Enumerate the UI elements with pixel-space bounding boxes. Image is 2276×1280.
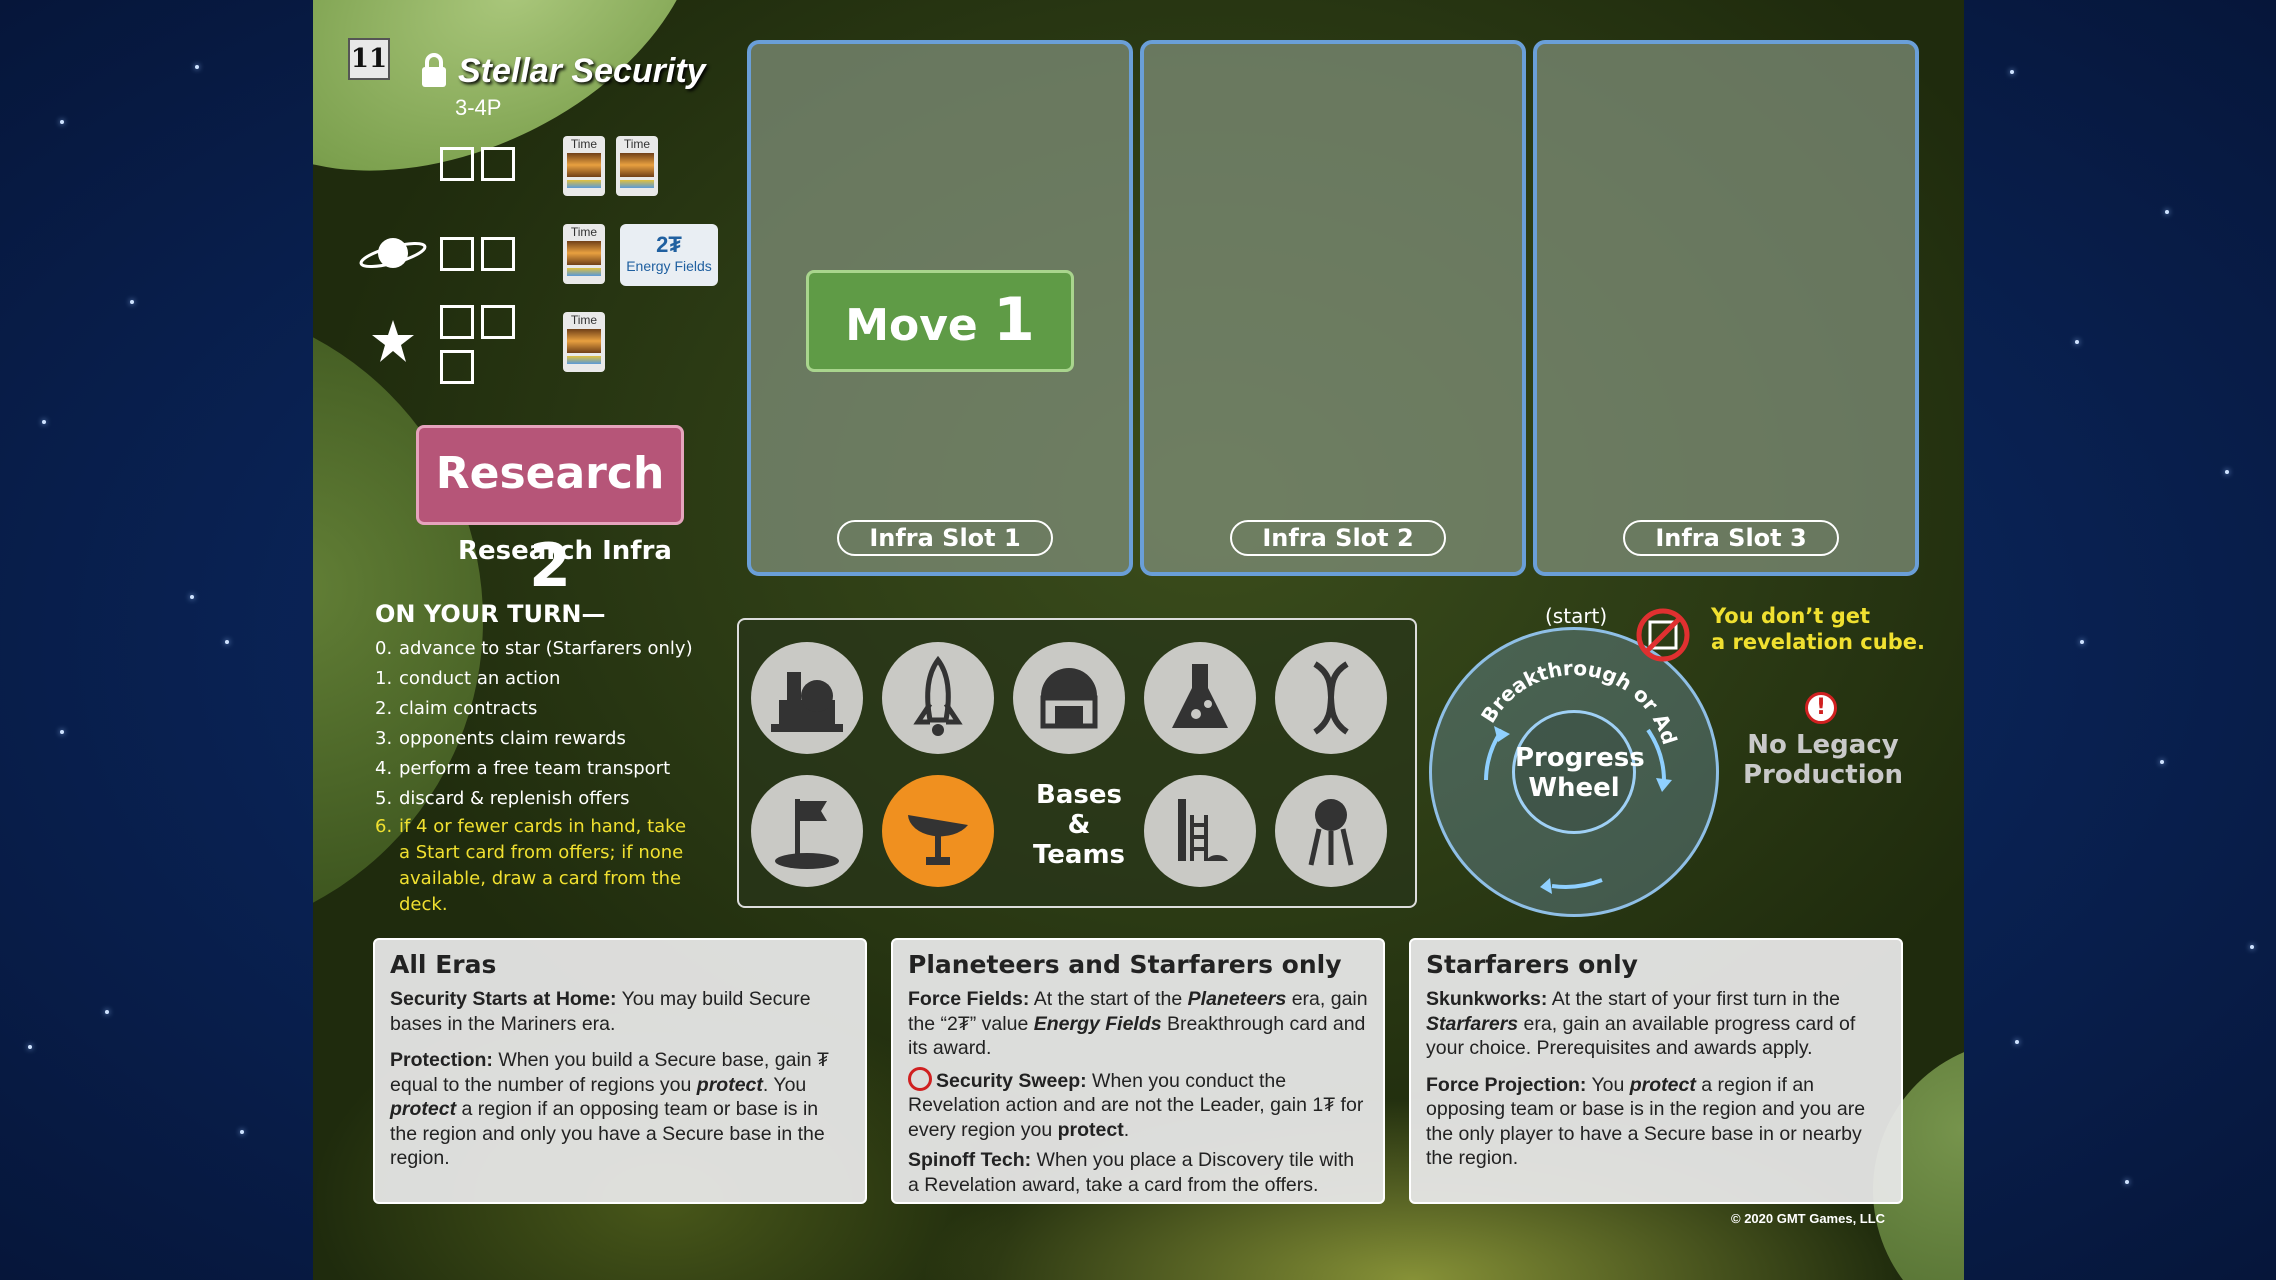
rules-panel-all-eras: All Eras Security Starts at Home: You ma… (373, 938, 867, 1204)
era-box[interactable] (440, 305, 474, 339)
infra-slot-2[interactable]: Infra Slot 2 (1140, 40, 1526, 576)
rule-text: Force Projection: You protect a region i… (1426, 1073, 1866, 1170)
rule-text: Protection: When you build a Secure base… (390, 1049, 829, 1169)
leader-restriction-icon (908, 1066, 932, 1091)
era-box[interactable] (440, 350, 474, 384)
turn-step: 1.conduct an action (375, 668, 561, 689)
card-number: 11 (348, 38, 390, 80)
bases-teams-label: Bases&Teams (1032, 780, 1126, 870)
star-icon (372, 320, 414, 362)
era-box[interactable] (440, 147, 474, 181)
warning-icon: ! (1805, 692, 1837, 724)
time-card: Time (563, 136, 605, 196)
era-box[interactable] (481, 237, 515, 271)
launch-tower-icon[interactable] (1144, 775, 1256, 887)
rule-text: Skunkworks: At the start of your first t… (1426, 988, 1856, 1059)
panel-title: Starfarers only (1426, 950, 1638, 979)
satellite-dish-icon[interactable] (882, 775, 994, 887)
moon-icon (379, 145, 401, 189)
turn-step: 2.claim contracts (375, 698, 538, 719)
planet-top-decoration (313, 0, 759, 245)
wheel-start-label: (start) (1545, 604, 1608, 628)
turn-step: 0.advance to star (Starfarers only) (375, 638, 693, 659)
rule-text: Spinoff Tech: When you place a Discovery… (908, 1149, 1355, 1196)
flask-icon[interactable] (1144, 642, 1256, 754)
infra-slot-1[interactable]: Move 1 Infra Slot 1 (747, 40, 1133, 576)
time-card: Time (563, 224, 605, 284)
turn-steps: 0.advance to star (Starfarers only) 1.co… (375, 634, 695, 918)
rule-text: Security Starts at Home: You may build S… (390, 988, 811, 1035)
energy-fields-card: 2₮ Energy Fields (620, 224, 718, 286)
copyright: © 2020 GMT Games, LLC (1731, 1211, 1886, 1226)
dome-base-icon[interactable] (1013, 642, 1125, 754)
infra-slot-label: Infra Slot 2 (1230, 520, 1446, 556)
player-count: 3-4P (455, 95, 502, 120)
flag-icon[interactable] (751, 775, 863, 887)
move-action-button[interactable]: Move 1 (806, 270, 1074, 372)
infra-slot-3[interactable]: Infra Slot 3 (1533, 40, 1919, 576)
infra-slot-label: Infra Slot 1 (837, 520, 1053, 556)
dna-icon[interactable] (1275, 642, 1387, 754)
panel-title: Planeteers and Starfarers only (908, 950, 1342, 979)
no-revelation-cube-icon (1636, 608, 1690, 662)
rocket-icon[interactable] (882, 642, 994, 754)
turn-step: 3.opponents claim rewards (375, 728, 626, 749)
observatory-icon[interactable] (751, 642, 863, 754)
panel-title: All Eras (390, 950, 497, 979)
turn-step: 5.discard & replenish offers (375, 788, 630, 809)
turn-step: 6.if 4 or fewer cards in hand, take a St… (375, 816, 687, 915)
bases-teams-panel: Bases&Teams (737, 618, 1417, 908)
card-title: Stellar Security (458, 52, 706, 90)
lock-icon (422, 53, 446, 87)
turn-step: 4.perform a free team transport (375, 758, 671, 779)
turn-title: ON YOUR TURN— (375, 600, 606, 628)
player-mat: 11 Stellar Security 3-4P Time Time Time … (313, 0, 1964, 1280)
time-card: Time (616, 136, 658, 196)
research-label: Research Infra (458, 536, 672, 566)
rule-text: Force Fields: At the start of the Planet… (908, 988, 1368, 1059)
time-card: Time (563, 312, 605, 372)
era-box[interactable] (440, 237, 474, 271)
rules-panel-starfarers: Starfarers only Skunkworks: At the start… (1409, 938, 1903, 1204)
rule-text: Security Sweep: When you conduct the Rev… (908, 1066, 1368, 1143)
infra-slot-label: Infra Slot 3 (1623, 520, 1839, 556)
rules-panel-planeteers: Planeteers and Starfarers only Force Fie… (891, 938, 1385, 1204)
water-tower-icon[interactable] (1275, 775, 1387, 887)
era-box[interactable] (481, 147, 515, 181)
research-action-button[interactable]: Research 2 (416, 425, 684, 601)
era-box[interactable] (481, 305, 515, 339)
planet-icon (359, 238, 427, 269)
